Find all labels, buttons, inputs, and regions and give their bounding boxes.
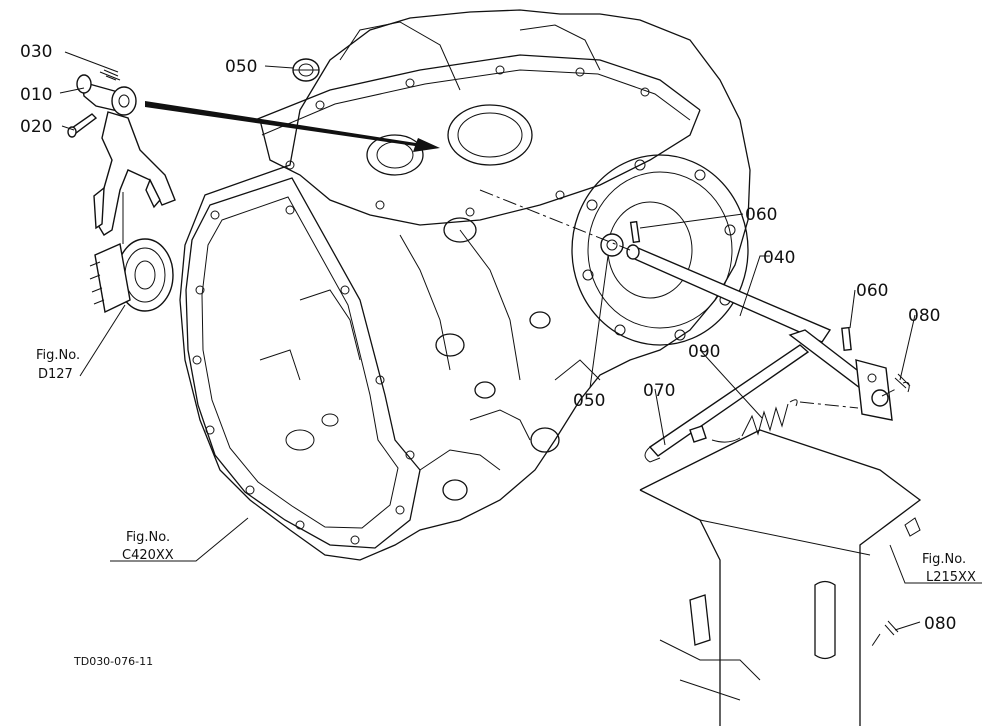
figure-ref-l215[interactable]: Fig.No. L215XX [922,552,976,585]
figure-ref-caption: Fig.No. [922,552,966,567]
figure-ref-number: L215XX [926,570,976,585]
callout-060-a: 060 [745,205,777,225]
figure-ref-caption: Fig.No. [126,530,170,545]
connecting-rod [644,344,810,463]
shift-fork-mount-arrow [145,101,440,152]
callout-080-bottom: 080 [924,614,956,634]
shift-shaft [479,189,832,343]
spring-pin-a [629,220,641,244]
return-spring [711,399,859,443]
callout-010: 010 [20,85,52,105]
figure-ref-number: C420XX [122,548,174,563]
shift-sleeve-reference [89,192,174,314]
drawing-code: TD030-076-11 [73,655,153,668]
spring-pin-b [841,326,852,352]
figure-ref-c420[interactable]: Fig.No. C420XX [122,530,174,563]
callout-060-b: 060 [856,281,888,301]
callout-090: 090 [688,342,720,362]
figure-ref-caption: Fig.No. [36,348,80,363]
callout-050-mid: 050 [573,391,605,411]
callout-050-top: 050 [225,57,257,77]
callout-020: 020 [20,117,52,137]
callout-080-top: 080 [908,306,940,326]
shift-arm [788,329,893,421]
callout-030: 030 [20,42,52,62]
figure-ref-d127[interactable]: Fig.No. D127 [36,348,80,382]
callout-040: 040 [763,248,795,268]
callout-070: 070 [643,381,675,401]
hydraulic-bracket-reference [639,429,922,726]
figure-ref-number: D127 [38,367,73,382]
leader-lines [59,51,982,631]
snap-pin-top [881,373,911,397]
oil-seal-top [292,58,320,82]
oil-seal-mid [600,233,624,257]
shift-fork-assembly [67,69,176,236]
